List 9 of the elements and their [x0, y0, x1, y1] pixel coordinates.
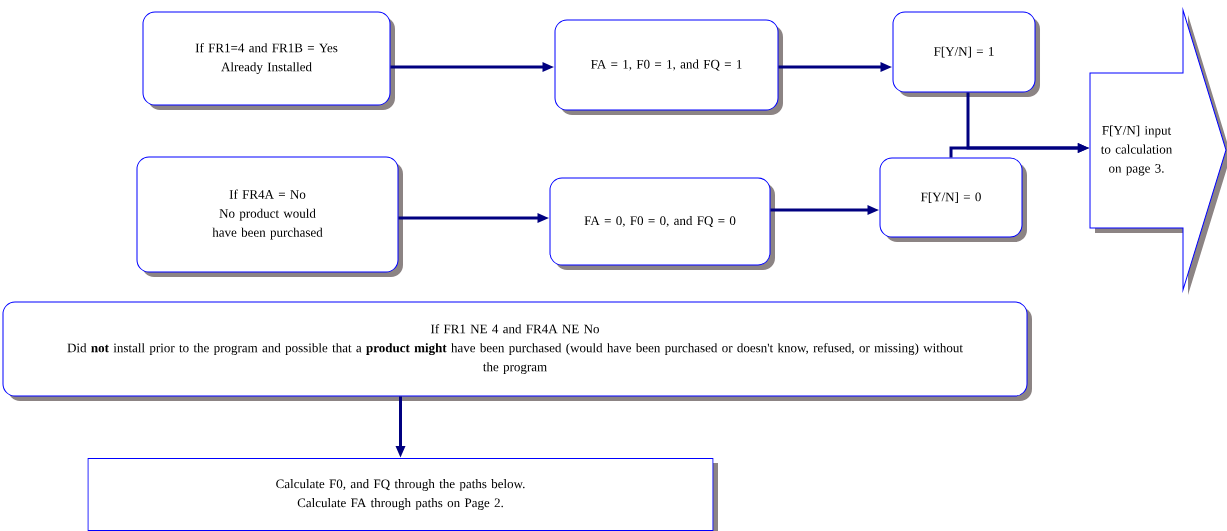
rounded-box: FA = 0, F0 = 0, and FQ = 0 [549, 177, 775, 270]
rounded-box: If FR4A = No No product would have been purchased [136, 156, 403, 277]
rounded-box: F[Y/N] = 1 [892, 11, 1040, 97]
node-label: F[Y/N] input to calculation on page 3. [1100, 125, 1173, 176]
rounded-box: F[Y/N] = 0 [879, 157, 1027, 242]
rounded-box: FA = 1, F0 = 1, and FQ = 1 [554, 19, 783, 115]
rounded-box: If FR1 NE 4 and FR4A NE No Did not install prior to the program and possible that a product might have been purchased (would have been purchased or doesn't know, refused, or missing) without the program [2, 301, 1032, 401]
process-box: Calculate F0, and FQ through the paths below. Calculate FA through paths on Page 2. [87, 458, 718, 531]
rounded-box: If FR1=4 and FR1B = Yes Already Installed [142, 11, 395, 110]
